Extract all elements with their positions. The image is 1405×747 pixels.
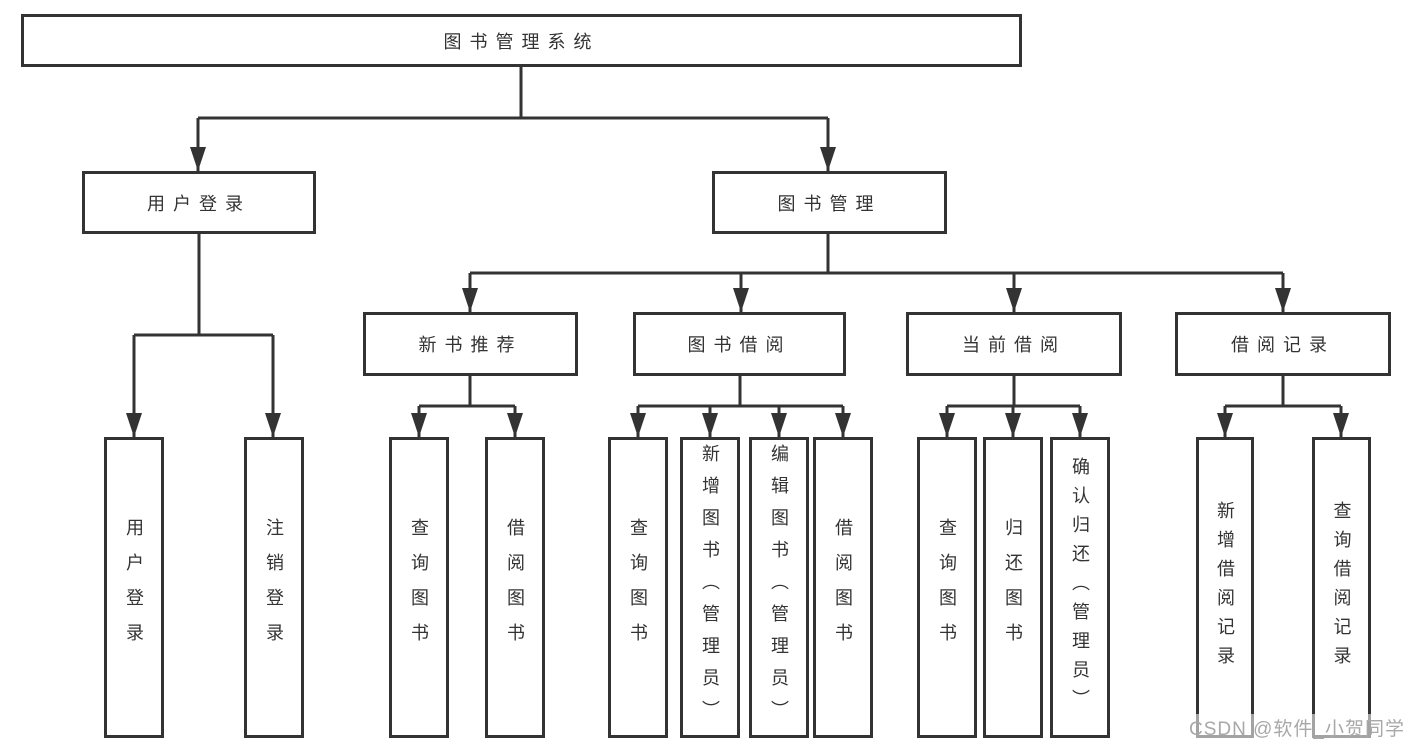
leaf-borrow-books-borrowing: 借阅图书 xyxy=(813,437,873,738)
leaf-user-login: 用户登录 xyxy=(104,437,164,738)
csdn-watermark: CSDN @软件_小贺同学 xyxy=(1186,714,1405,740)
leaf-query-books-recommend: 查询图书 xyxy=(389,437,449,738)
arrowhead-icons xyxy=(126,147,1349,437)
leaf-query-borrow-record: 查询借阅记录 xyxy=(1312,437,1371,738)
leaf-confirm-return-admin: 确认归还（管理员） xyxy=(1050,437,1110,738)
node-user-login: 用户登录 xyxy=(82,171,316,234)
leaf-query-books-current: 查询图书 xyxy=(917,437,977,738)
leaf-query-books-borrowing: 查询图书 xyxy=(608,437,668,738)
node-current-borrowing: 当前借阅 xyxy=(906,312,1122,376)
node-new-book-recommend: 新书推荐 xyxy=(363,312,578,376)
node-borrowing-records: 借阅记录 xyxy=(1175,312,1391,376)
leaf-return-book: 归还图书 xyxy=(983,437,1043,738)
tree-edges xyxy=(132,67,1343,437)
leaf-add-book-admin: 新增图书（管理员） xyxy=(680,437,740,738)
leaf-edit-book-admin: 编辑图书（管理员） xyxy=(749,437,809,738)
node-book-management: 图书管理 xyxy=(712,171,947,234)
leaf-add-borrow-record: 新增借阅记录 xyxy=(1196,437,1254,738)
leaf-logout: 注销登录 xyxy=(244,437,304,738)
leaf-borrow-books-recommend: 借阅图书 xyxy=(485,437,545,738)
node-library-management-system: 图书管理系统 xyxy=(21,14,1022,67)
node-book-borrowing: 图书借阅 xyxy=(633,312,846,376)
